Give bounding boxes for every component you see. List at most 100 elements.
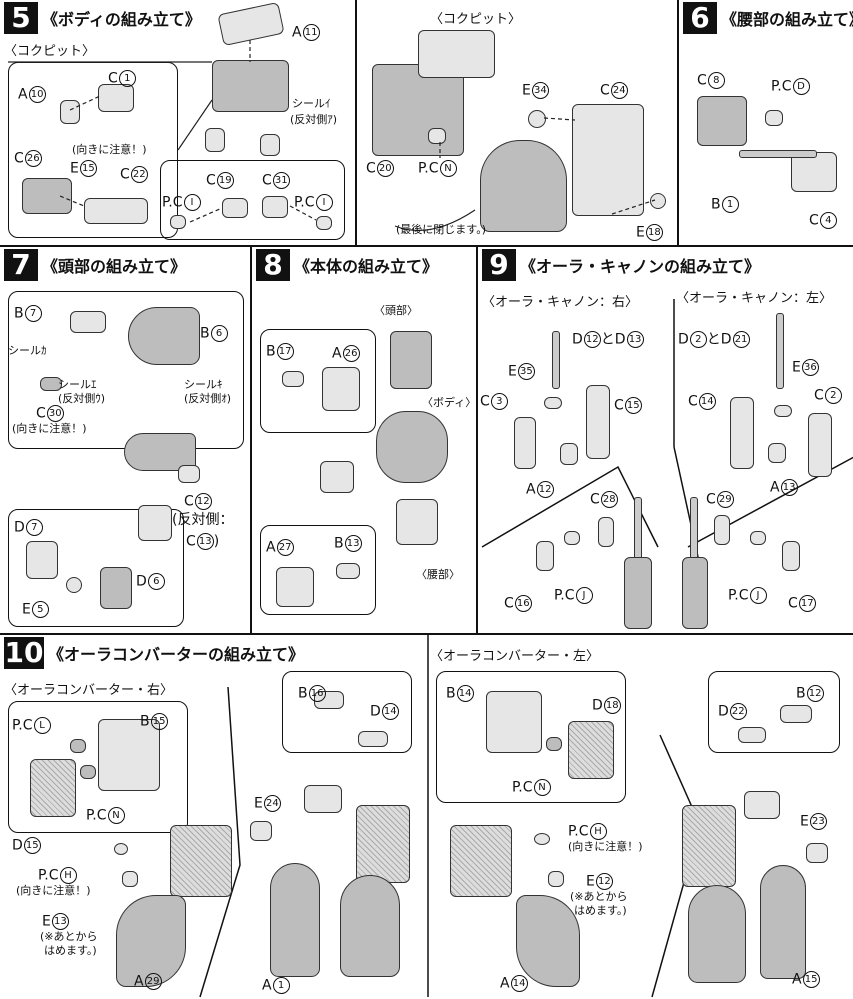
label-body: 〈ボディ〉 [422,396,477,409]
head-c12-part [178,465,200,483]
label-number: 16 [308,685,326,702]
label-text: P.C [728,587,749,604]
label-letter: B [140,713,150,730]
label-number: N [439,160,457,177]
label-letter: ｵ [221,392,227,405]
label-later-a2: はめます。) [44,944,97,957]
label-letter: D [370,703,381,720]
label-number: H [589,823,607,840]
label-head: 〈頭部〉 [374,304,418,317]
hinge-b [260,134,280,156]
label-letter: ｲ [325,97,331,110]
label-letter: C [688,393,698,410]
label-number: 8 [707,72,725,89]
label-number: N [107,807,125,824]
conv-left-blade-part [688,885,746,983]
label-letter: D [14,519,25,536]
label-letter: D [592,697,603,714]
step-number: 7 [4,249,38,281]
conv-right-d14-part [358,731,388,747]
label-letter: C [590,491,600,508]
conv-left-pch-part [534,833,550,845]
label-number: 10 [28,86,46,103]
cockpit-assembly-part [372,64,464,156]
cannon-left-c17 [782,541,800,571]
label-waist: 〈腰部〉 [416,568,460,581]
waist-unit-part [396,499,438,545]
neck-part [138,505,172,541]
cockpit-floor-part [22,178,72,214]
step-10-panel: 10 《オーラコンバーターの組み立て》 〈オーラコンバーター・右〉 〈オーラコン… [0,635,853,999]
conv-left-d18-part [568,721,614,779]
label-number: I [315,194,333,211]
label-number: 17 [798,595,816,612]
cannon-left-a13 [768,443,786,463]
barrel-left-part [776,313,784,389]
converter-right-upper-box [282,671,412,753]
label-letter: E [22,601,31,618]
label-seal-i-note: (反対側ｱ) [290,113,338,126]
label-number: 2 [824,387,842,404]
conv-left-b14-part [486,691,542,753]
conv-right-assembled [170,825,232,897]
label-number: 27 [276,539,294,556]
b17-part [282,371,304,387]
label-seal-e: シールｴ [58,379,97,390]
conv-left-assembled [450,825,512,897]
converter-left-subtitle: 〈オーラコンバーター・左〉 [430,649,600,664]
conv-right-unit [356,805,410,883]
label-text: と [600,331,615,348]
label-letter: B [334,535,344,552]
label-letter: B [266,343,276,360]
step-number: 6 [683,2,717,34]
canopy-part [217,1,285,47]
cannon-left-pcj [750,531,766,545]
label-last: (最後に閉じます。) [396,223,486,236]
label-number: 6 [147,573,165,590]
label-letter: C [206,172,216,189]
label-letter: C [120,166,130,183]
cannon-right-assembled [624,557,652,629]
label-letter: ｴ [91,378,97,391]
label-letter: A [770,479,780,496]
label-caution-b: (向きに注意！) [568,840,643,853]
label-number: 21 [732,331,750,348]
conv-right-e24-part [250,821,272,841]
cannon-left-assembled [682,557,708,629]
label-number: N [533,779,551,796]
label-number: 18 [603,697,621,714]
row-divider-2 [0,633,853,635]
label-number: 29 [716,491,734,508]
a27-part [276,567,314,607]
conv-left-d22-part [738,727,766,743]
label-letter: C [614,397,624,414]
label-letter: B [298,685,308,702]
label-number: 15 [802,971,820,988]
pc-n-part [428,128,446,144]
label-letter: E [42,913,51,930]
conv-right-pch-part [114,843,128,855]
label-text: P.C [771,78,792,95]
waist-axle-part [739,150,817,158]
e18-part [650,193,666,209]
label-number: 14 [381,703,399,720]
label-letter: C [366,160,376,177]
